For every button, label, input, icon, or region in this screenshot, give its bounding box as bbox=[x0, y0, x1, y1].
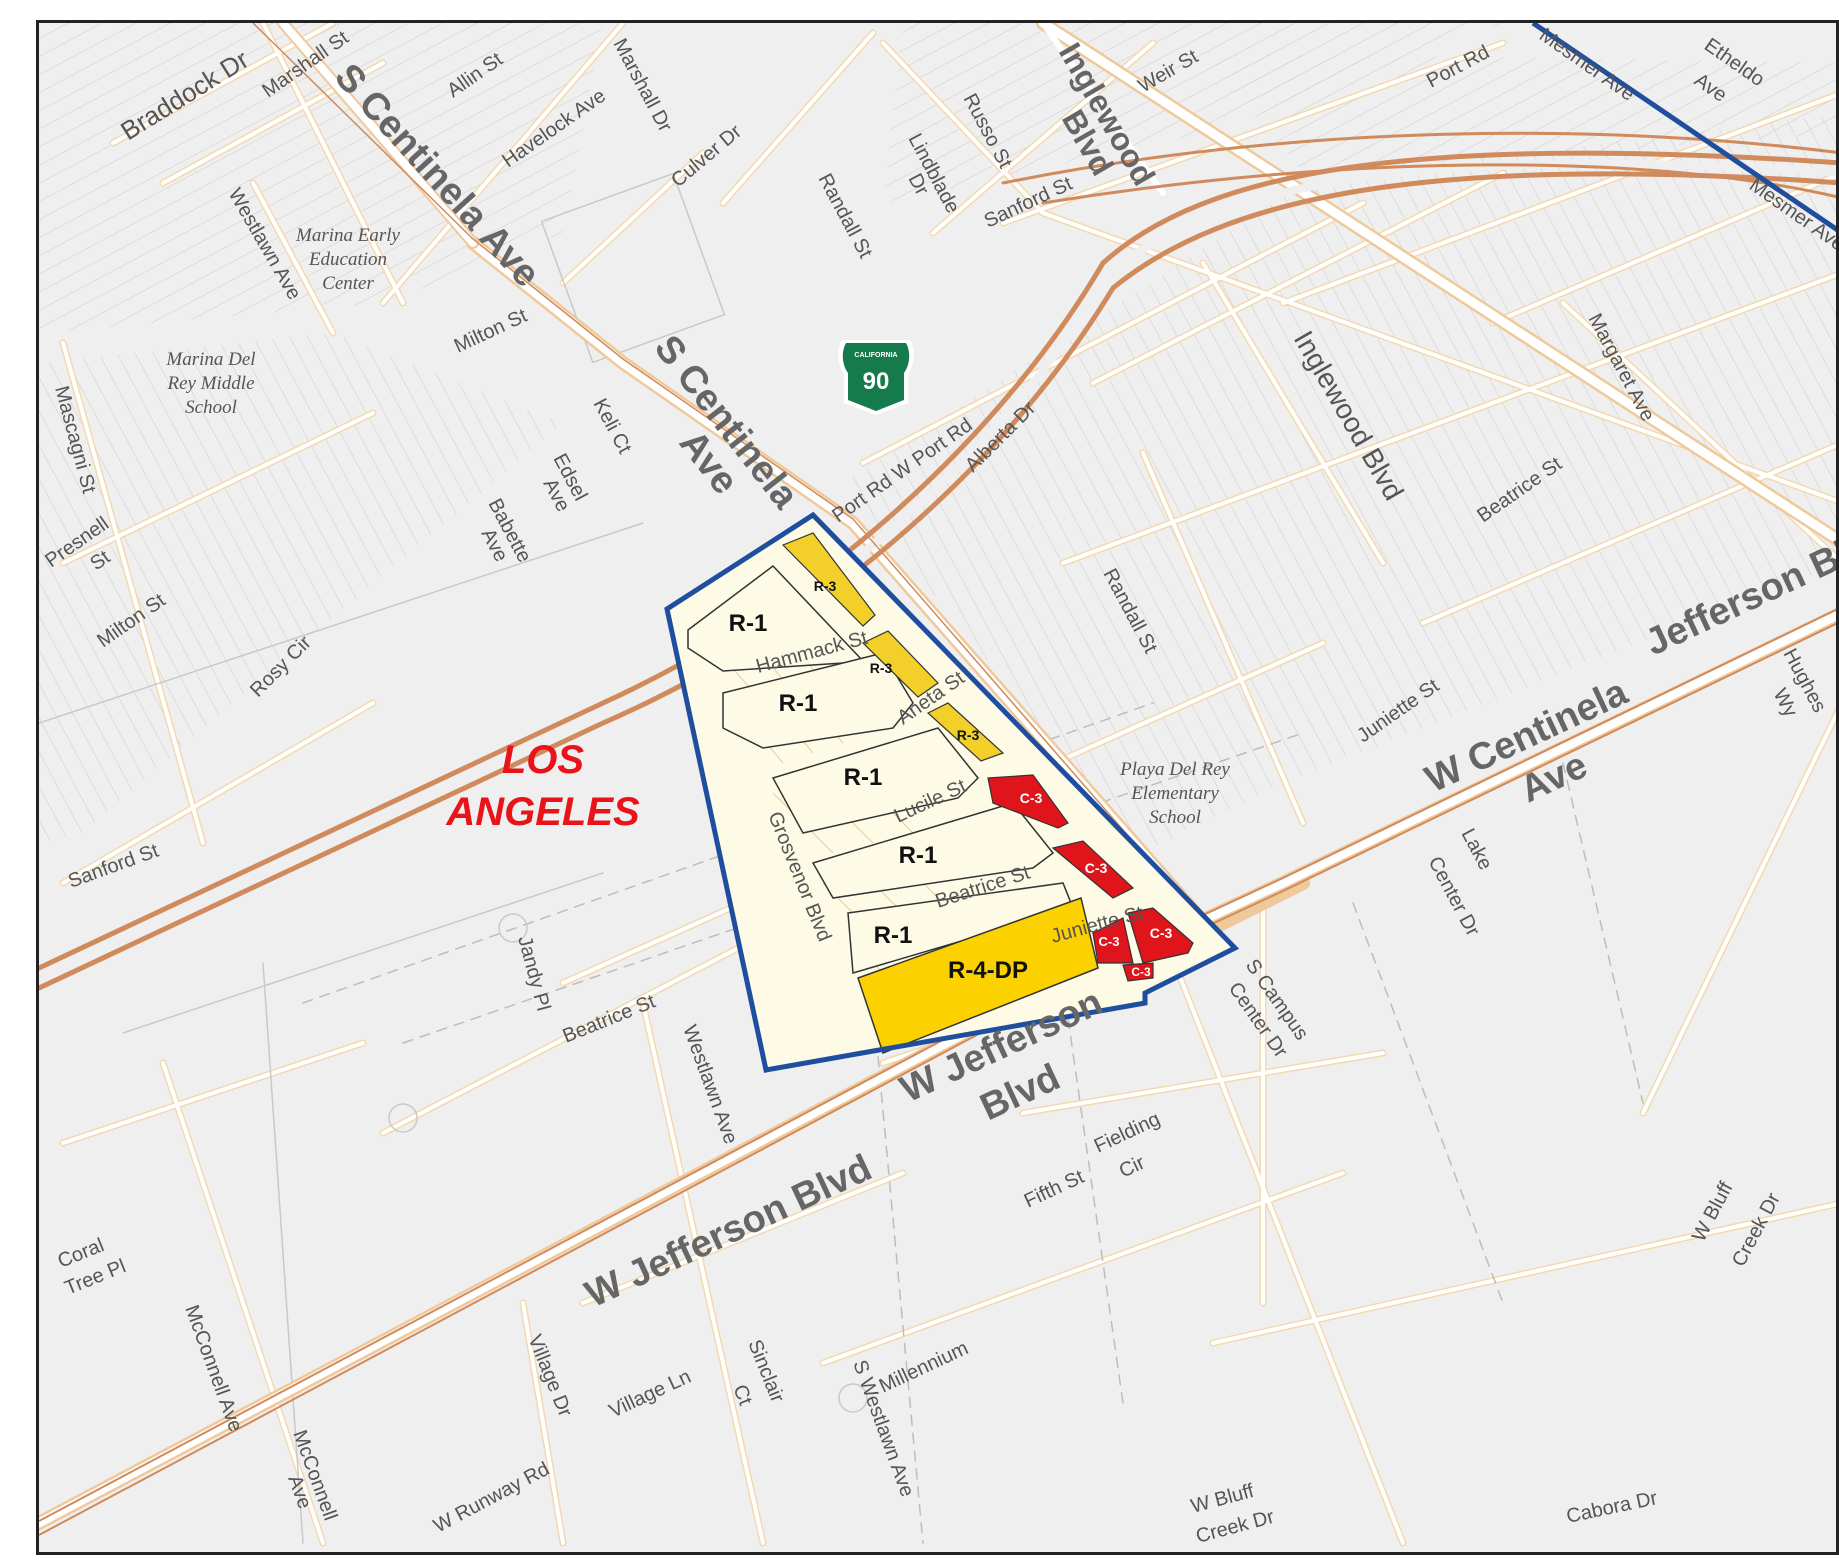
zone-c3-e[interactable] bbox=[1122, 962, 1154, 982]
shield-number: 90 bbox=[863, 368, 890, 395]
poi-playa-3: School bbox=[1149, 807, 1201, 828]
zone-label-c3-d: C-3 bbox=[1150, 925, 1173, 941]
zone-label-r1-e: R-1 bbox=[874, 922, 913, 949]
poi-playa-2: Elementary bbox=[1130, 783, 1219, 804]
poi-marina-ms-1: Marina Del bbox=[165, 349, 255, 370]
zone-label-c3-c: C-3 bbox=[1099, 934, 1120, 949]
poi-labels: Marina Early Education Center Marina Del… bbox=[165, 225, 1230, 828]
shield-icon bbox=[842, 343, 910, 411]
zone-label-c3-b: C-3 bbox=[1085, 860, 1108, 876]
study-area-boundary bbox=[664, 511, 1240, 1073]
highway-90-shield[interactable]: CALIFORNIA 90 bbox=[838, 340, 914, 415]
map-frame[interactable]: CALIFORNIA 90 R-1 R-1 R-1 R-1 R-1 R-3 R-… bbox=[36, 20, 1839, 1555]
zone-r4dp[interactable] bbox=[857, 897, 1099, 1054]
city-label-line1: LOS bbox=[502, 738, 585, 782]
poi-marina-early-3: Center bbox=[322, 273, 374, 294]
minor-streets bbox=[39, 23, 1836, 1547]
zone-r3-a[interactable] bbox=[781, 532, 876, 627]
zone-label-c3-a: C-3 bbox=[1020, 790, 1043, 806]
zone-label-r1-b: R-1 bbox=[779, 690, 818, 717]
zone-label-r4dp: R-4-DP bbox=[948, 957, 1028, 984]
zone-label-r3-b: R-3 bbox=[870, 660, 893, 676]
zone-c3-c[interactable] bbox=[1092, 917, 1134, 964]
city-label-line2: ANGELES bbox=[445, 790, 640, 834]
city-boundary-line bbox=[1531, 23, 1836, 232]
zone-c3-b[interactable] bbox=[1051, 840, 1135, 899]
zone-r3-c[interactable] bbox=[926, 702, 1005, 762]
map-canvas[interactable]: CALIFORNIA 90 R-1 R-1 R-1 R-1 R-1 R-3 R-… bbox=[39, 23, 1839, 1555]
zone-c3-a[interactable] bbox=[987, 774, 1069, 829]
zone-label-c3-e: C-3 bbox=[1131, 965, 1151, 979]
poi-marina-ms-2: Rey Middle bbox=[166, 373, 254, 394]
zone-r1-d[interactable] bbox=[811, 802, 1055, 899]
city-label: LOS ANGELES bbox=[445, 738, 640, 834]
zone-label-r1-a: R-1 bbox=[729, 610, 768, 637]
zone-labels: R-1 R-1 R-1 R-1 R-1 R-3 R-3 R-3 C-3 C-3 … bbox=[729, 578, 1173, 984]
zone-r3-b[interactable] bbox=[861, 630, 939, 698]
poi-playa-1: Playa Del Rey bbox=[1119, 759, 1230, 780]
poi-marina-ms-3: School bbox=[185, 397, 237, 418]
zone-label-r1-d: R-1 bbox=[899, 842, 938, 869]
poi-marina-early-2: Education bbox=[308, 249, 387, 270]
zones[interactable] bbox=[687, 532, 1194, 1054]
zone-label-r3-a: R-3 bbox=[814, 578, 837, 594]
shield-state-label: CALIFORNIA bbox=[854, 352, 897, 359]
zone-label-r1-c: R-1 bbox=[844, 764, 883, 791]
zone-label-r3-c: R-3 bbox=[957, 727, 980, 743]
zone-r1-c[interactable] bbox=[771, 727, 980, 834]
zone-c3-d[interactable] bbox=[1127, 907, 1194, 964]
poi-marina-early-1: Marina Early bbox=[295, 225, 401, 246]
